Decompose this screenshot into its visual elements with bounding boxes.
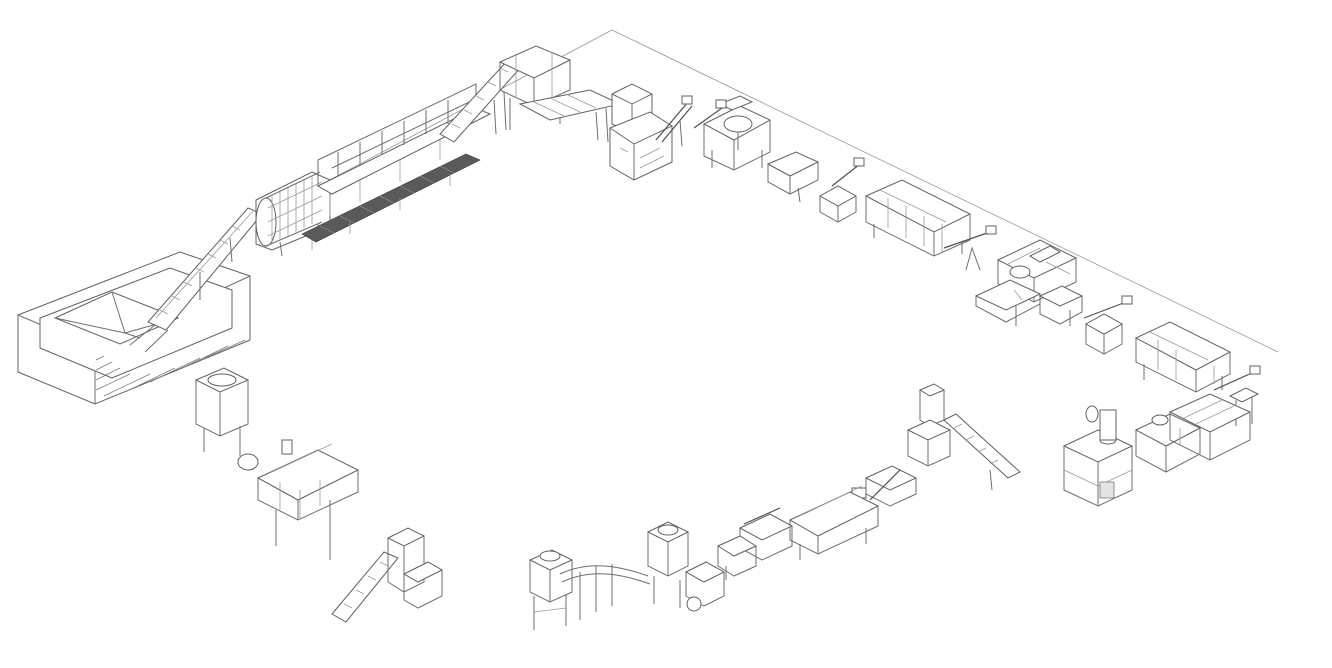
bottom-separator — [851, 465, 918, 507]
screw-conveyor-4 — [1083, 295, 1133, 319]
bottom-long-tank — [788, 485, 880, 560]
conveyor-to-crusher — [518, 89, 622, 143]
left-bottom-cabinet — [386, 527, 444, 609]
bottom-screen-unit — [716, 507, 794, 580]
screw-conveyor-3 — [943, 225, 997, 271]
flotation-tank-2 — [1134, 321, 1232, 393]
lift-frame-1 — [818, 157, 865, 223]
crusher — [609, 83, 673, 181]
bottom-silo-station — [646, 521, 726, 612]
bottom-elevator — [906, 383, 1021, 491]
screw-conveyor-2 — [693, 99, 727, 129]
drying-station — [1062, 393, 1252, 507]
lift-frame-2 — [1084, 313, 1124, 355]
roller-conveyor — [301, 153, 481, 250]
left-silo-frame — [194, 367, 250, 456]
left-long-tank — [237, 439, 360, 560]
trommel-screen — [255, 171, 331, 257]
washer-frame-1 — [702, 95, 772, 171]
left-bottom-conveyor — [331, 551, 399, 623]
screw-conveyor-1 — [655, 95, 693, 147]
hot-wash-cluster — [974, 239, 1084, 326]
dewatering-unit-1 — [766, 151, 820, 203]
box-hopper — [498, 45, 572, 130]
bottom-left-silo — [528, 549, 574, 630]
bottom-pipe-run — [559, 564, 651, 620]
pit-hatch — [95, 339, 246, 397]
flotation-tank-1 — [864, 179, 972, 257]
